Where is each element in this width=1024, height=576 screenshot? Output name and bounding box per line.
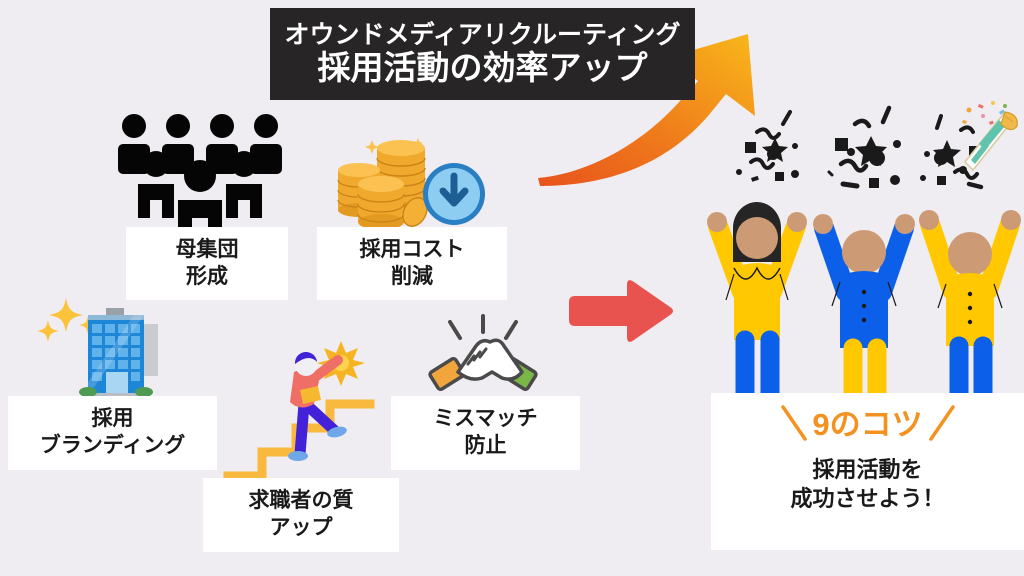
benefit-card-cost-line1: 採用コスト <box>359 237 465 261</box>
benefit-card-branding: 採用 ブランディング <box>8 396 217 470</box>
handshake-icon <box>428 314 538 392</box>
confetti-decoration <box>736 105 984 190</box>
celebrant-2 <box>813 214 915 406</box>
result-panel: 9のコツ 採用活動を 成功させよう！ <box>711 393 1024 550</box>
benefit-card-branding-line1: 採用 <box>91 407 134 431</box>
title-banner: オウンドメディアリクルーティング 採用活動の効率アップ <box>270 8 695 100</box>
benefit-card-quality-line2: アップ <box>269 516 333 539</box>
benefit-card-mismatch: ミスマッチ 防止 <box>391 396 580 470</box>
benefit-card-mismatch-line1: ミスマッチ <box>433 407 538 431</box>
benefit-card-bosyudan-line1: 母集団 <box>175 237 239 261</box>
result-headline: 9のコツ <box>812 407 923 442</box>
title-main: 採用活動の効率アップ <box>317 48 648 86</box>
party-popper-icon <box>962 101 1018 172</box>
benefit-card-cost-line2: 削減 <box>391 264 433 288</box>
benefit-card-mismatch-line2: 防止 <box>464 434 507 457</box>
benefit-card-cost: 採用コスト 削減 <box>317 227 507 300</box>
office-building-sparkle-icon <box>37 298 158 398</box>
group-of-people-icon <box>118 114 282 230</box>
celebrant-3 <box>919 210 1021 404</box>
celebrating-people-illustration <box>707 202 1021 406</box>
benefit-card-bosyudan-line2: 形成 <box>186 264 228 288</box>
headline-slash-decoration <box>781 405 955 441</box>
benefit-card-bosyudan: 母集団 形成 <box>126 227 288 300</box>
celebrant-1 <box>707 202 807 404</box>
result-subtext: 採用活動を 成功させよう！ <box>711 455 1024 514</box>
benefit-card-branding-line2: ブランディング <box>39 434 186 457</box>
result-subtext-line1: 採用活動を <box>812 457 923 482</box>
upward-growth-arrow <box>538 34 755 186</box>
coin-stack-down-arrow-icon <box>337 138 485 230</box>
benefit-card-quality: 求職者の質 アップ <box>203 478 399 552</box>
person-climbing-stairs-icon <box>223 341 375 481</box>
title-subtitle: オウンドメディアリクルーティング <box>284 20 681 49</box>
result-subtext-line2: 成功させよう！ <box>790 486 945 512</box>
right-arrow <box>569 280 673 342</box>
benefit-card-quality-line1: 求職者の質 <box>248 489 354 513</box>
